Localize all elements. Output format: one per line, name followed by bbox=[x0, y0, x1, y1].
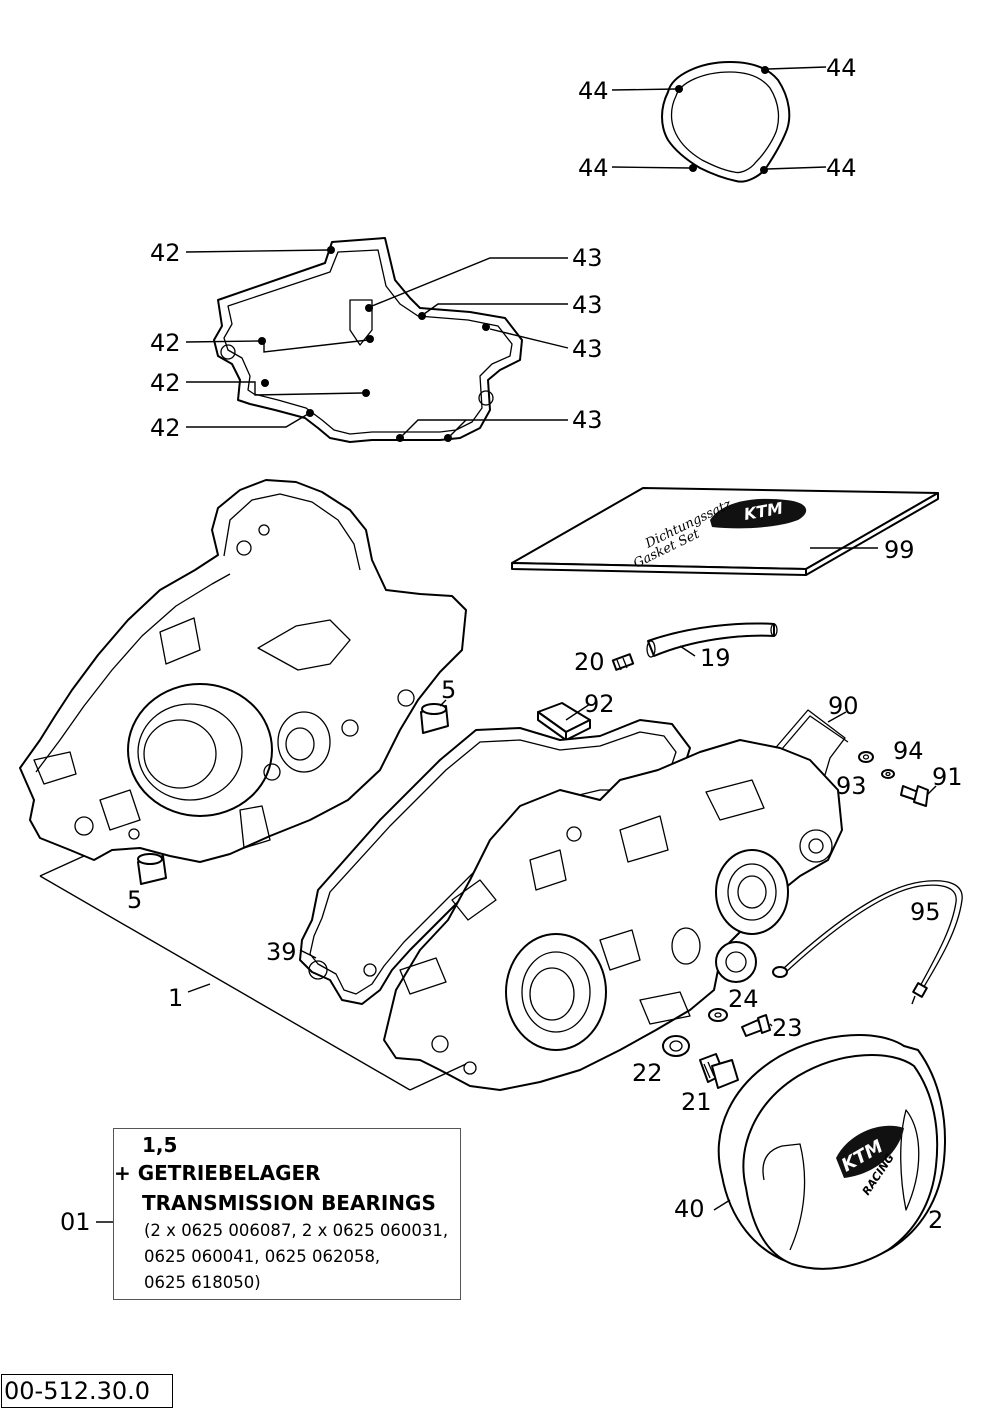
note-line-part-numbers-1: (2 x 0625 006087, 2 x 0625 060031, bbox=[144, 1221, 449, 1240]
callout-labels: 44 44 44 44 42 42 42 42 43 43 43 43 99 2… bbox=[60, 54, 963, 1236]
note-line-getriebelager: + GETRIEBELAGER bbox=[114, 1161, 321, 1185]
note-line-part-numbers-3: 0625 618050) bbox=[144, 1273, 261, 1292]
gasket-set-99: KTM Dichtungssatz Gasket Set bbox=[511, 487, 939, 576]
leader-lines-crankcase bbox=[39, 855, 467, 1091]
callout-20: 20 bbox=[574, 648, 605, 676]
note-line-part-numbers-2: 0625 060041, 0625 062058, bbox=[144, 1247, 381, 1266]
callout-22: 22 bbox=[632, 1059, 663, 1087]
crankcase-right bbox=[383, 739, 843, 1091]
bolt-91 bbox=[900, 785, 937, 807]
callout-2: 2 bbox=[928, 1206, 943, 1234]
callout-5: 5 bbox=[441, 676, 456, 704]
note-line-qty: 1,5 bbox=[142, 1133, 178, 1157]
callout-43: 43 bbox=[572, 291, 603, 319]
crankcase-left bbox=[19, 479, 467, 863]
callout-44: 44 bbox=[578, 77, 609, 105]
washer-93 bbox=[858, 751, 874, 763]
callout-43: 43 bbox=[572, 244, 603, 272]
drain-plug-21 bbox=[699, 1053, 739, 1089]
washer-94 bbox=[881, 769, 895, 779]
callout-01: 01 bbox=[60, 1208, 91, 1236]
gasket-44 bbox=[611, 61, 827, 183]
callout-24: 24 bbox=[728, 985, 759, 1013]
callout-44: 44 bbox=[578, 154, 609, 182]
washer-24 bbox=[708, 1008, 728, 1022]
bushing-5-lower bbox=[137, 853, 167, 885]
clutch-cover-2: KTM RACING bbox=[713, 1054, 939, 1270]
screw-20 bbox=[611, 653, 635, 671]
callout-92: 92 bbox=[584, 690, 615, 718]
callout-19: 19 bbox=[700, 644, 731, 672]
callout-99: 99 bbox=[884, 536, 915, 564]
note-line-transmission-bearings: TRANSMISSION BEARINGS bbox=[142, 1191, 436, 1215]
callout-42: 42 bbox=[150, 329, 181, 357]
reference-number: 00-512.30.0 bbox=[1, 1374, 173, 1408]
callout-21: 21 bbox=[681, 1088, 712, 1116]
callout-1: 1 bbox=[168, 984, 183, 1012]
callout-95: 95 bbox=[910, 898, 941, 926]
washer-22 bbox=[662, 1035, 690, 1057]
callout-43: 43 bbox=[572, 335, 603, 363]
callout-43: 43 bbox=[572, 406, 603, 434]
clip-90 bbox=[771, 709, 849, 786]
gasket-42-43 bbox=[185, 237, 569, 443]
callout-42: 42 bbox=[150, 369, 181, 397]
callout-91: 91 bbox=[932, 763, 963, 791]
callout-93: 93 bbox=[836, 772, 867, 800]
screw-23 bbox=[741, 1014, 773, 1037]
note-box: 1,5 + GETRIEBELAGER TRANSMISSION BEARING… bbox=[113, 1128, 461, 1300]
callout-90: 90 bbox=[828, 692, 859, 720]
callout-44: 44 bbox=[826, 54, 857, 82]
hose-19 bbox=[646, 622, 778, 658]
callout-23: 23 bbox=[772, 1014, 803, 1042]
cable-95 bbox=[772, 880, 963, 1005]
filter-92 bbox=[537, 702, 591, 741]
bushing-5-upper bbox=[420, 699, 449, 734]
callout-44: 44 bbox=[826, 154, 857, 182]
callout-40: 40 bbox=[674, 1195, 705, 1223]
callout-5: 5 bbox=[127, 886, 142, 914]
callout-42: 42 bbox=[150, 239, 181, 267]
callout-94: 94 bbox=[893, 737, 924, 765]
callout-42: 42 bbox=[150, 414, 181, 442]
callout-39: 39 bbox=[266, 938, 297, 966]
